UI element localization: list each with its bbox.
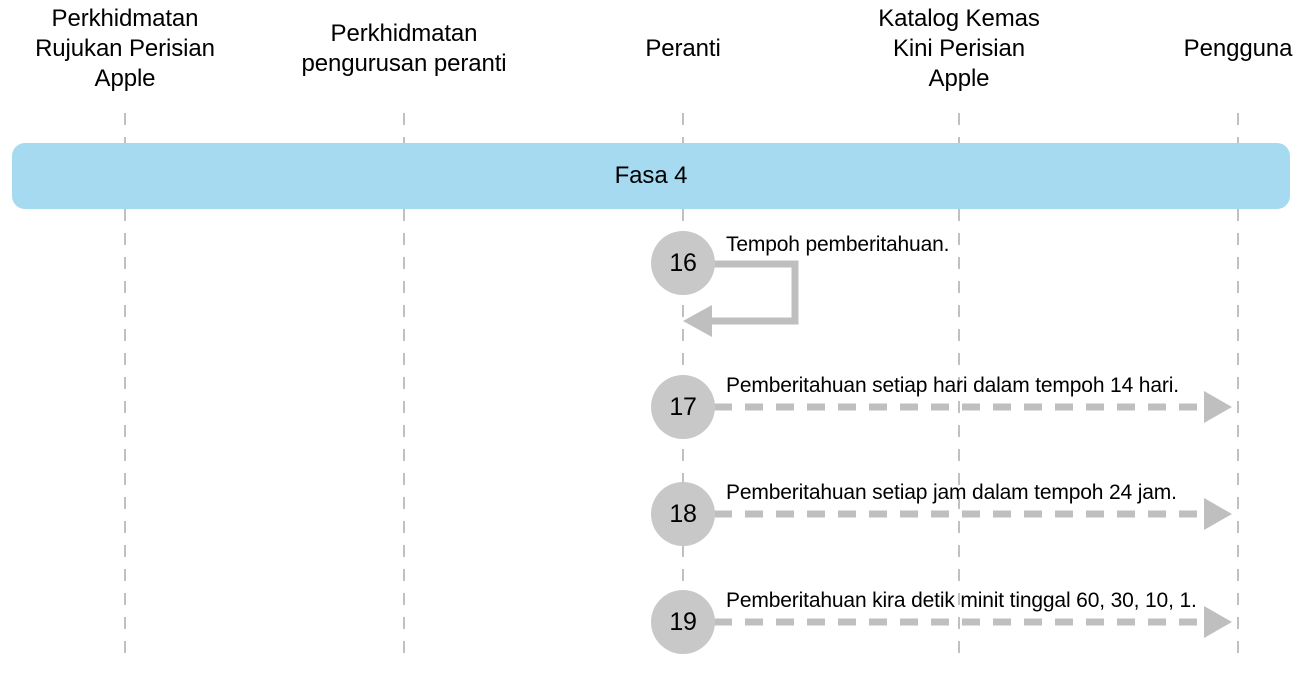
step-marker-19: 19 <box>651 590 715 654</box>
step-number-16: 16 <box>669 248 697 277</box>
step-marker-16: 16 <box>651 231 715 295</box>
step-label-17: Pemberitahuan setiap hari dalam tempoh 1… <box>726 374 1179 397</box>
column-header-perkhidmatan-rujukan-perisian-apple: Perkhidmatan Rujukan Perisian Apple <box>35 5 215 92</box>
step-marker-17: 17 <box>651 375 715 439</box>
step-label-19: Pemberitahuan kira detik minit tinggal 6… <box>726 589 1197 612</box>
column-header-katalog-kemas-kini-perisian-apple: Katalog Kemas Kini Perisian Apple <box>878 5 1040 92</box>
arrow-step-19 <box>714 606 1232 638</box>
step-label-16: Tempoh pemberitahuan. <box>726 233 950 256</box>
step-number-19: 19 <box>669 607 697 636</box>
column-header-peranti: Peranti <box>645 35 721 62</box>
step-number-18: 18 <box>669 499 697 528</box>
arrow-step-16-self-loop <box>683 260 799 337</box>
arrow-step-18 <box>714 498 1232 530</box>
arrow-step-17 <box>714 391 1232 423</box>
phase-banner: Fasa 4 <box>12 143 1290 209</box>
step-number-17: 17 <box>669 392 697 421</box>
column-header-perkhidmatan-pengurusan-peranti: Perkhidmatan pengurusan peranti <box>301 20 507 77</box>
phase-label: Fasa 4 <box>614 162 688 189</box>
column-header-pengguna: Pengguna <box>1183 35 1293 62</box>
step-marker-18: 18 <box>651 482 715 546</box>
step-label-18: Pemberitahuan setiap jam dalam tempoh 24… <box>726 481 1177 504</box>
